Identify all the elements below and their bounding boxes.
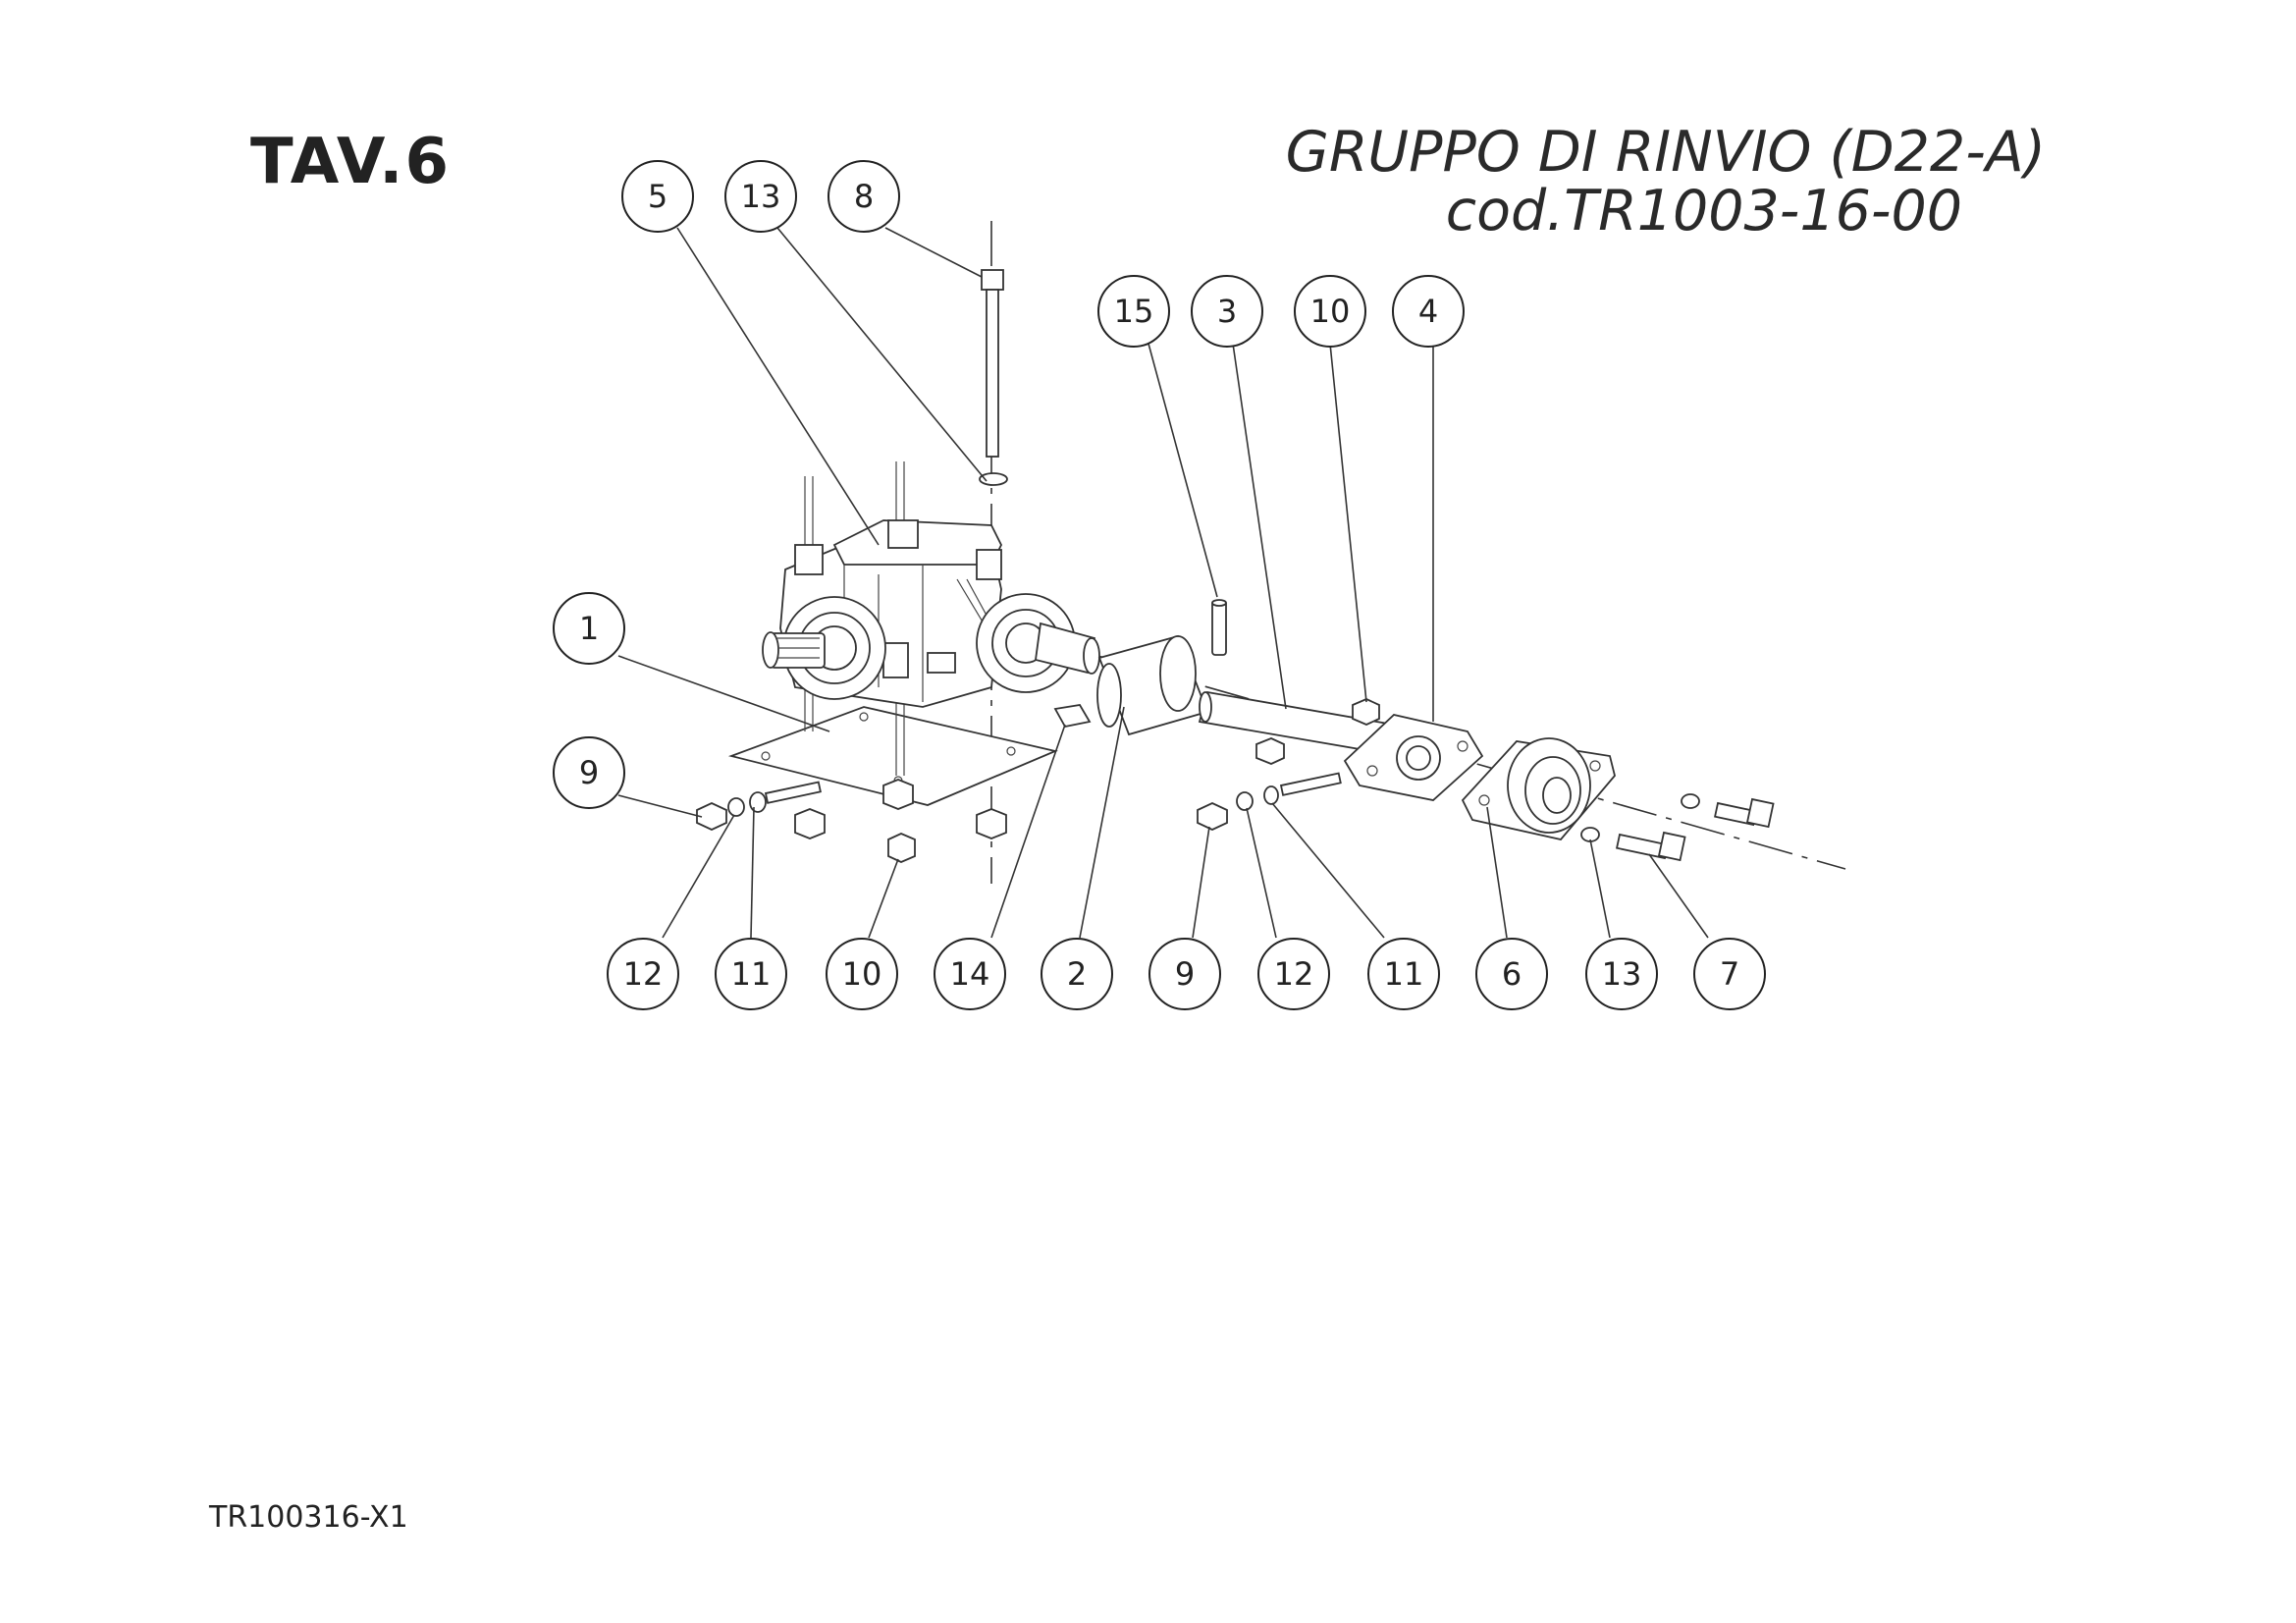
callout-2: 2 <box>1041 938 1113 1010</box>
assembly-code: cod.TR1003-16-00 <box>1445 179 1962 243</box>
callout-12: 12 <box>607 938 679 1010</box>
callout-5: 5 <box>621 160 694 233</box>
callout-13: 13 <box>724 160 797 233</box>
callout-13: 13 <box>1585 938 1658 1010</box>
screw <box>764 781 822 804</box>
hex-nut <box>696 802 727 831</box>
callout-8: 8 <box>828 160 900 233</box>
hex-nut <box>1352 698 1380 726</box>
callout-number: 9 <box>1175 955 1195 993</box>
callout-number: 4 <box>1418 293 1438 330</box>
callout-number: 7 <box>1720 955 1739 993</box>
callout-15: 15 <box>1097 275 1170 348</box>
callout-1: 1 <box>553 592 625 665</box>
hex-nut <box>1197 802 1228 831</box>
callout-number: 13 <box>1602 955 1642 993</box>
callout-number: 10 <box>1310 293 1351 330</box>
plate-hole <box>1006 746 1016 756</box>
plate-hole <box>761 751 771 761</box>
callout-9: 9 <box>1148 938 1221 1010</box>
washer <box>1681 793 1700 809</box>
assembly-title: GRUPPO DI RINVIO (D22-A) cod.TR1003-16-0… <box>1286 123 2046 241</box>
callout-number: 1 <box>579 610 599 647</box>
callout-number: 9 <box>579 754 599 791</box>
callout-number: 12 <box>1274 955 1314 993</box>
washer <box>727 797 745 817</box>
callout-number: 5 <box>648 178 667 215</box>
lock-washer <box>1263 785 1279 805</box>
callout-number: 11 <box>1384 955 1424 993</box>
long-bolt <box>981 269 1004 458</box>
callout-14: 14 <box>934 938 1006 1010</box>
washer <box>1236 791 1254 811</box>
callout-4: 4 <box>1392 275 1465 348</box>
drawing-code: TR100316-X1 <box>209 1500 408 1535</box>
assembly-name: GRUPPO DI RINVIO (D22-A) <box>1285 120 2046 185</box>
washer <box>979 472 1008 486</box>
callout-number: 6 <box>1502 955 1522 993</box>
coupling-sleeve <box>1096 634 1209 736</box>
callout-number: 2 <box>1067 955 1087 993</box>
callout-number: 3 <box>1217 293 1237 330</box>
callout-number: 11 <box>731 955 772 993</box>
bearing-housing <box>1461 737 1616 840</box>
callout-number: 15 <box>1114 293 1154 330</box>
callout-number: 12 <box>623 955 664 993</box>
callout-number: 14 <box>950 955 990 993</box>
shaft-key <box>1053 704 1092 729</box>
hex-nut <box>887 833 916 863</box>
callout-number: 13 <box>741 178 781 215</box>
washer <box>1580 827 1600 842</box>
callout-7: 7 <box>1693 938 1766 1010</box>
screw <box>1279 772 1342 796</box>
plate-hole <box>859 712 869 722</box>
callout-6: 6 <box>1475 938 1548 1010</box>
output-shaft <box>1034 622 1100 675</box>
plate-number: TAV.6 <box>250 126 451 198</box>
hex-nut <box>1255 737 1285 765</box>
hex-nut <box>976 808 1007 839</box>
callout-number: 10 <box>842 955 882 993</box>
bolt <box>1616 831 1686 862</box>
hex-nut <box>882 779 914 810</box>
leader-lines <box>617 227 1709 939</box>
callout-3: 3 <box>1191 275 1263 348</box>
callout-number: 8 <box>854 178 874 215</box>
callout-11: 11 <box>715 938 787 1010</box>
callout-12: 12 <box>1257 938 1330 1010</box>
callout-10: 10 <box>1294 275 1366 348</box>
input-flange-left <box>762 596 886 700</box>
spring-pin <box>1211 599 1227 656</box>
hex-nut <box>794 808 826 839</box>
callout-9: 9 <box>553 736 625 809</box>
callout-11: 11 <box>1367 938 1440 1010</box>
flange-bracket <box>1343 714 1484 801</box>
callout-10: 10 <box>826 938 898 1010</box>
bolt <box>1714 797 1775 829</box>
lock-washer <box>749 791 767 813</box>
